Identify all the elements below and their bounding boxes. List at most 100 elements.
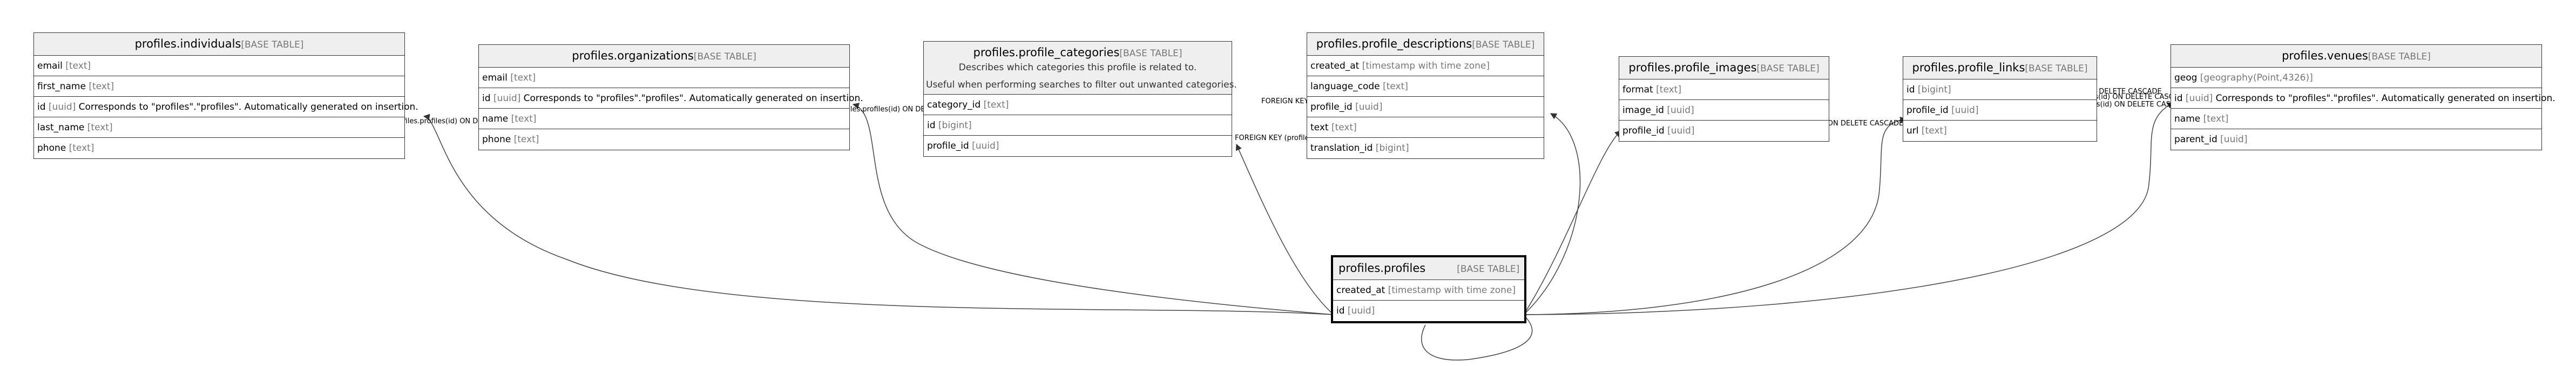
table-type: [BASE TABLE]	[1472, 39, 1535, 50]
column-name: translation_id	[1310, 143, 1373, 154]
table-name: profiles.venues	[2282, 49, 2368, 62]
column-name: language_code	[1310, 81, 1380, 92]
column-name: created_at	[1310, 61, 1360, 71]
column-type: [text]	[1921, 125, 1947, 136]
table-profile-links[interactable]: profiles.profile_links[BASE TABLE] id [b…	[1903, 56, 2097, 142]
column-row[interactable]: id [bigint]	[1903, 79, 2097, 100]
column-row[interactable]: email [text]	[34, 56, 404, 76]
column-row[interactable]: email [text]	[479, 68, 849, 88]
table-header: profiles.profile_images[BASE TABLE]	[1619, 57, 1829, 79]
column-name: id	[1906, 84, 1915, 95]
column-type: [geography(Point,4326)]	[2200, 72, 2313, 83]
column-type: [bigint]	[938, 120, 972, 131]
column-type: [text]	[1331, 122, 1357, 133]
table-header: profiles.individuals[BASE TABLE]	[34, 33, 404, 56]
column-name: phone	[37, 143, 66, 154]
table-profiles[interactable]: profiles.profiles [BASE TABLE] created_at…	[1331, 255, 1526, 323]
table-venues[interactable]: profiles.venues[BASE TABLE] geog [geogra…	[2171, 44, 2555, 150]
table-profile-descriptions[interactable]: profiles.profile_descriptions[BASE TABLE…	[1307, 32, 1544, 159]
column-type: [uuid]	[48, 102, 76, 112]
column-type: [uuid]	[972, 141, 999, 151]
column-row[interactable]: profile_id [uuid]	[1619, 121, 1829, 141]
table-header: profiles.profile_categories[BASE TABLE]D…	[924, 42, 1237, 95]
column-row[interactable]: geog [geography(Point,4326)]	[2171, 68, 2541, 88]
edge-venues	[1523, 102, 2174, 315]
table-individuals[interactable]: profiles.individuals[BASE TABLE] email […	[33, 32, 418, 159]
table-type: [BASE TABLE]	[1457, 264, 1520, 275]
table-profile-categories[interactable]: profiles.profile_categories[BASE TABLE]D…	[923, 41, 1237, 157]
table-type: [BASE TABLE]	[1119, 48, 1182, 59]
edge-profile-categories	[1235, 143, 1334, 315]
table-organizations[interactable]: profiles.organizations[BASE TABLE] email…	[478, 44, 863, 150]
column-row[interactable]: text [text]	[1307, 117, 1544, 138]
column-row[interactable]: profile_id [uuid]	[1903, 100, 2097, 121]
column-type: [text]	[1656, 84, 1681, 95]
column-row[interactable]: id [uuid] Corresponds to "profiles"."pro…	[34, 97, 418, 117]
column-name: profile_id	[1310, 102, 1353, 112]
column-row[interactable]: format [text]	[1619, 79, 1829, 100]
table-name: profiles.profile_links	[1912, 61, 2025, 74]
column-row[interactable]: last_name [text]	[34, 117, 404, 138]
column-row[interactable]: name [text]	[2171, 109, 2541, 129]
edge-profile-images	[1523, 130, 1621, 315]
column-type: [uuid]	[493, 93, 521, 104]
column-row[interactable]: id [uuid]	[1333, 301, 1524, 321]
column-name: name	[482, 114, 509, 124]
column-name: phone	[482, 134, 511, 145]
column-row[interactable]: category_id [text]	[924, 95, 1232, 115]
table-name: profiles.organizations	[572, 49, 694, 62]
column-type: [timestamp with time zone]	[1362, 61, 1490, 71]
column-type: [text]	[511, 114, 537, 124]
edge-venues-parent	[1421, 315, 1533, 361]
column-name: email	[37, 61, 63, 71]
column-row[interactable]: profile_id [uuid]	[1307, 97, 1544, 117]
column-row[interactable]: created_at [timestamp with time zone]	[1307, 56, 1544, 76]
column-row[interactable]: first_name [text]	[34, 76, 404, 97]
column-description: Corresponds to "profiles"."profiles". Au…	[78, 102, 418, 112]
column-row[interactable]: id [uuid] Corresponds to "profiles"."pro…	[2171, 88, 2555, 109]
column-row[interactable]: language_code [text]	[1307, 76, 1544, 97]
column-type: [uuid]	[1951, 105, 1979, 116]
edge-individuals	[423, 114, 1334, 315]
column-name: email	[482, 72, 508, 83]
column-name: profile_id	[1622, 125, 1665, 136]
table-name: profiles.profile_images	[1628, 61, 1757, 74]
column-type: [text]	[69, 143, 94, 154]
column-type: [text]	[1383, 81, 1408, 92]
column-row[interactable]: url [text]	[1903, 121, 2097, 141]
column-type: [bigint]	[1917, 84, 1951, 95]
table-type: [BASE TABLE]	[2025, 63, 2088, 74]
column-row[interactable]: translation_id [bigint]	[1307, 138, 1544, 158]
column-name: id	[927, 120, 936, 131]
column-type: [text]	[510, 72, 536, 83]
column-row[interactable]: parent_id [uuid]	[2171, 129, 2541, 150]
column-type: [uuid]	[1347, 305, 1375, 316]
column-description: Corresponds to "profiles"."profiles". Au…	[523, 93, 863, 104]
table-name: profiles.profile_categories	[973, 46, 1120, 59]
column-row[interactable]: profile_id [uuid]	[924, 136, 1232, 156]
column-name: url	[1906, 125, 1919, 136]
column-name: id	[37, 102, 46, 112]
column-name: profile_id	[927, 141, 969, 151]
column-row[interactable]: phone [text]	[479, 129, 849, 150]
table-header: profiles.venues[BASE TABLE]	[2171, 45, 2541, 68]
column-name: id	[1336, 305, 1345, 316]
column-type: [uuid]	[2185, 93, 2213, 104]
table-name: profiles.profiles	[1338, 262, 1426, 275]
column-type: [text]	[87, 122, 113, 133]
column-type: [uuid]	[2220, 134, 2248, 145]
column-row[interactable]: created_at [timestamp with time zone]	[1333, 280, 1524, 301]
table-profile-images[interactable]: profiles.profile_images[BASE TABLE] form…	[1619, 56, 1829, 142]
column-type: [text]	[513, 134, 539, 145]
column-type: [text]	[65, 61, 91, 71]
column-row[interactable]: id [bigint]	[924, 115, 1232, 136]
column-type: [text]	[2203, 114, 2229, 124]
column-row[interactable]: id [uuid] Corresponds to "profiles"."pro…	[479, 88, 863, 109]
column-row[interactable]: name [text]	[479, 109, 849, 129]
table-comment-extra: Useful when performing searches to filte…	[926, 79, 1237, 90]
column-row[interactable]: image_id [uuid]	[1619, 100, 1829, 121]
column-name: id	[2174, 93, 2183, 104]
column-row[interactable]: phone [text]	[34, 138, 404, 158]
table-name: profiles.individuals	[134, 37, 241, 50]
